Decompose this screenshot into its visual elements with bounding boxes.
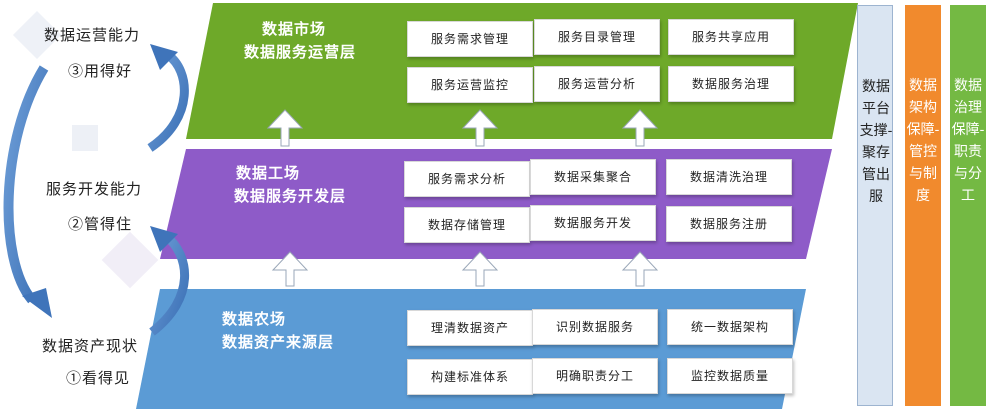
farm-layer-title: 数据农场 — [222, 310, 287, 328]
platform-support-text: 数据平台支撑-聚存管出服 — [859, 79, 893, 205]
farm-item: 构建标准体系 — [407, 359, 533, 395]
up-arrow — [621, 109, 659, 147]
farm-layer-subtitle: 数据资产来源层 — [222, 333, 335, 351]
market-item: 服务共享应用 — [668, 19, 794, 55]
market-layer-subtitle: 数据服务运营层 — [244, 43, 357, 61]
curved-arrow-head — [150, 44, 178, 70]
dev-step-label: ②管得住 — [68, 215, 133, 233]
farm-item: 统一数据架构 — [667, 309, 793, 345]
market-layer-title: 数据市场 — [262, 20, 327, 38]
factory-item: 数据采集聚合 — [530, 159, 656, 195]
factory-item: 数据清洗治理 — [666, 159, 792, 195]
factory-item: 数据服务开发 — [530, 205, 656, 241]
big-curved-arrow-head — [22, 288, 52, 318]
governance-guarantee-column: 数据治理保障-职责与分工 — [950, 5, 986, 406]
ops-step-label: ③用得好 — [68, 62, 133, 80]
factory-layer-band — [160, 149, 832, 259]
farm-item: 识别数据服务 — [532, 309, 658, 345]
farm-item: 理清数据资产 — [407, 310, 533, 346]
market-item: 服务运营监控 — [407, 67, 533, 103]
big-curved-arrow — [3, 65, 49, 304]
up-arrow — [461, 251, 499, 287]
factory-layer-subtitle: 数据服务开发层 — [234, 187, 347, 205]
architecture-guarantee-column: 数据架构保障-管控与制度 — [905, 5, 941, 406]
market-item: 数据服务治理 — [668, 66, 794, 102]
factory-item: 服务需求分析 — [404, 161, 530, 197]
factory-item: 数据服务注册 — [666, 206, 792, 242]
market-item: 服务运营分析 — [534, 66, 660, 102]
market-item: 服务需求管理 — [407, 21, 533, 57]
dev-capability-label: 服务开发能力 — [46, 180, 143, 198]
farm-item: 监控数据质量 — [667, 358, 793, 394]
platform-support-column: 数据平台支撑-聚存管出服 — [857, 5, 893, 406]
curved-arrow — [147, 51, 189, 152]
up-arrow — [271, 251, 309, 287]
asset-step-label: ①看得见 — [66, 369, 131, 387]
up-arrow — [621, 251, 659, 287]
curved-arrow — [149, 232, 189, 336]
asset-status-label: 数据资产现状 — [42, 337, 139, 355]
up-arrow — [461, 109, 499, 147]
up-arrow — [266, 109, 304, 147]
curved-arrow-head — [150, 226, 178, 252]
architecture-guarantee-text: 数据架构保障-管控与制度 — [906, 78, 940, 204]
market-item: 服务目录管理 — [534, 19, 660, 55]
farm-item: 明确职责分工 — [532, 358, 658, 394]
factory-layer-title: 数据工场 — [236, 164, 301, 182]
governance-guarantee-text: 数据治理保障-职责与分工 — [951, 78, 985, 204]
ops-capability-label: 数据运营能力 — [44, 26, 141, 44]
decor-square — [72, 125, 98, 151]
factory-item: 数据存储管理 — [404, 207, 530, 243]
decor-square — [101, 231, 159, 289]
